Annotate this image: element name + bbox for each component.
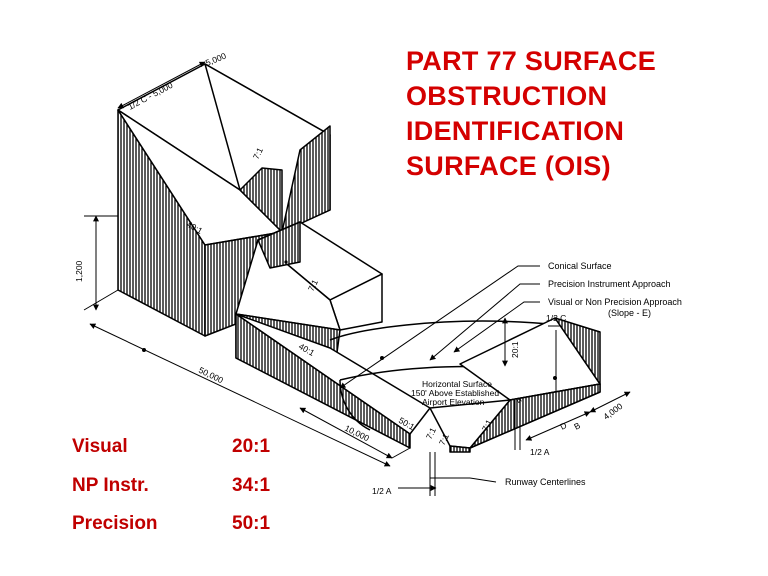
slope-row-precision: Precision 50:1 [72,513,302,539]
horizontal-surface-label-2: 150' Above Established [411,388,499,398]
slope-ratio: 34:1 [232,475,271,496]
dim-5000-top: 5,000 [204,51,228,68]
slope-label-7-1-c: 7:1 [480,418,494,433]
slope-ratio: 20:1 [232,436,271,457]
slope-category: Precision [72,513,158,534]
title-line-1: PART 77 SURFACE [406,46,657,76]
reference-dots [142,260,557,380]
visual-np-approach-label: Visual or Non Precision Approach [548,297,682,307]
horizontal-surface-label-1: Horizontal Surface [422,379,492,389]
dim-50000: 50,000 [197,365,225,386]
dim-half-a-right: 1/2 A [530,447,550,457]
title-line-4: SURFACE (OIS) [406,151,611,181]
dimension-lines [83,61,631,496]
runway-centerlines-label: Runway Centerlines [505,477,586,487]
slope-ratio: 50:1 [232,513,271,534]
dim-half-a-lower: 1/2 A [372,486,392,496]
transitional-surface-block [117,63,331,337]
slope-row-visual: Visual 20:1 [72,436,302,462]
dim-half-c-right: 1/2 C [546,313,566,323]
slope-label-7-1-a: 7:1 [424,426,438,441]
callout-leaders [339,265,540,389]
slope-label-7-1-b: 7:1 [437,432,451,447]
dim-b: B [572,420,582,432]
slope-label-20-1: 20:1 [510,341,520,358]
slope-category: NP Instr. [72,475,149,496]
precision-approach-label: Precision Instrument Approach [548,279,671,289]
slope-category: Visual [72,436,128,457]
slide-title: PART 77 SURFACE OBSTRUCTION IDENTIFICATI… [406,44,756,184]
slope-row-np-instr: NP Instr. 34:1 [72,475,302,501]
slope-label-4: 4 [513,396,524,405]
dim-4000: 4,000 [601,401,624,422]
title-line-2: OBSTRUCTION [406,81,608,111]
horizontal-surface-label-3: Airport Elevation [422,397,485,407]
slope-label-7-1-top: 7:1 [251,146,265,161]
slope-label-7-1-mid: 7:1 [306,278,320,293]
title-line-3: IDENTIFICATION [406,116,625,146]
conical-surface-label: Conical Surface [548,261,612,271]
dim-d: D [558,420,568,432]
dim-1200: 1,200 [74,260,84,282]
slope-e-label: (Slope - E) [608,308,651,318]
